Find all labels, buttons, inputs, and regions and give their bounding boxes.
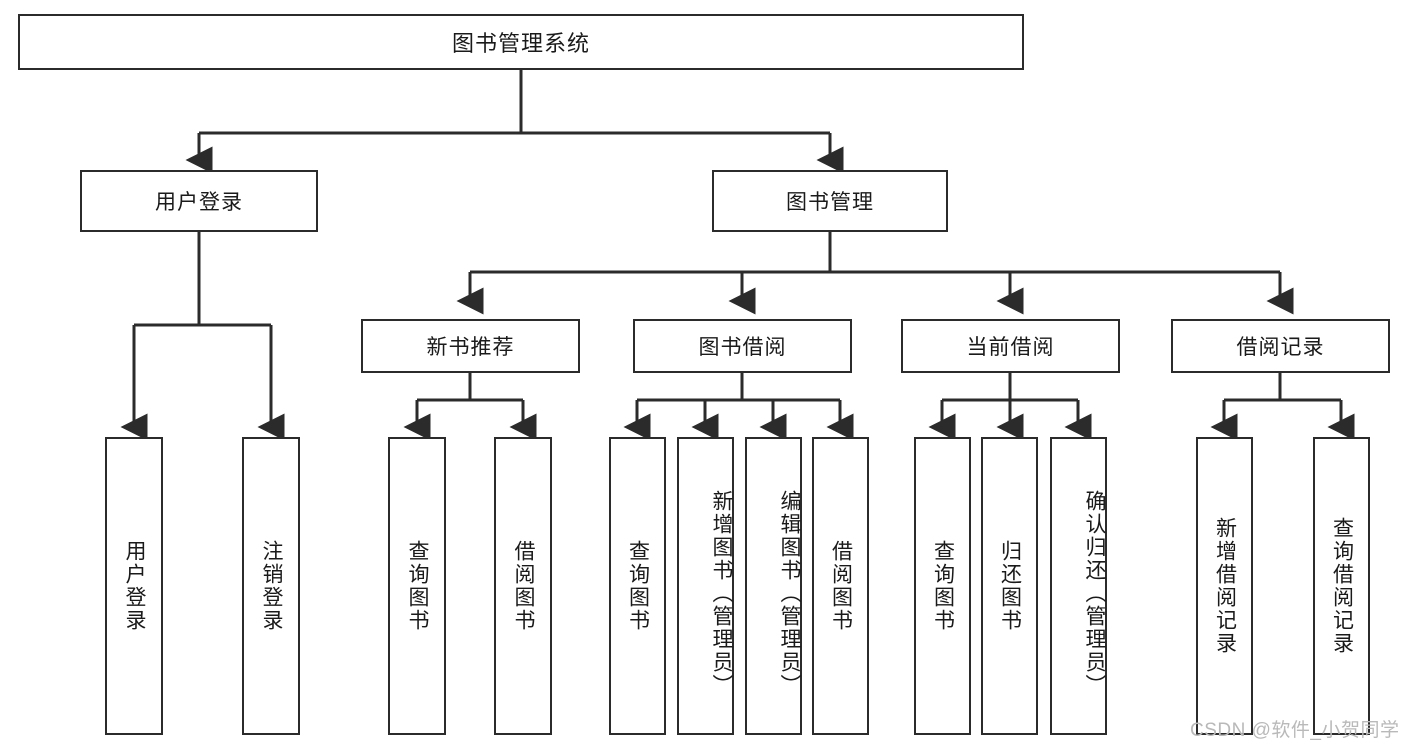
leaf-confirm-return-admin[interactable]: 确认归还（管理员） [1050, 437, 1107, 735]
node-label: 查询图书 [931, 540, 955, 632]
node-label: 新增图书（管理员） [710, 489, 733, 697]
node-label: 新书推荐 [426, 336, 515, 359]
leaf-edit-book-admin[interactable]: 编辑图书（管理员） [745, 437, 802, 735]
node-new-book-recommend[interactable]: 新书推荐 [361, 319, 580, 373]
node-label: 图书借阅 [698, 336, 787, 359]
node-label: 借阅记录 [1236, 336, 1325, 359]
csdn-watermark: CSDN @软件_小贺同学 [1190, 715, 1399, 742]
leaf-query-book-current[interactable]: 查询图书 [914, 437, 971, 735]
node-borrow-record[interactable]: 借阅记录 [1171, 319, 1390, 373]
node-label: 新增借阅记录 [1213, 517, 1237, 655]
node-label: 注销登录 [260, 540, 284, 632]
leaf-add-book-admin[interactable]: 新增图书（管理员） [677, 437, 734, 735]
node-label: 借阅图书 [829, 540, 853, 632]
node-label: 图书管理 [786, 191, 874, 214]
node-book-management[interactable]: 图书管理 [712, 170, 948, 232]
leaf-query-book-borrow[interactable]: 查询图书 [609, 437, 666, 735]
node-label: 用户登录 [155, 191, 243, 214]
node-label: 确认归还（管理员） [1083, 489, 1106, 697]
watermark-text: CSDN @软件_小贺同学 [1190, 720, 1400, 741]
leaf-user-login[interactable]: 用户登录 [105, 437, 163, 735]
node-label: 当前借阅 [966, 336, 1055, 359]
node-label: 查询图书 [626, 540, 650, 632]
node-label: 借阅图书 [512, 540, 536, 632]
node-label: 查询借阅记录 [1330, 517, 1354, 655]
node-label: 用户登录 [123, 540, 147, 632]
leaf-add-borrow-record[interactable]: 新增借阅记录 [1196, 437, 1253, 735]
leaf-borrow-book[interactable]: 借阅图书 [812, 437, 869, 735]
leaf-return-book[interactable]: 归还图书 [981, 437, 1038, 735]
node-current-borrow[interactable]: 当前借阅 [901, 319, 1120, 373]
leaf-query-book-recommend[interactable]: 查询图书 [388, 437, 446, 735]
node-user-login[interactable]: 用户登录 [80, 170, 318, 232]
node-label: 归还图书 [998, 540, 1022, 632]
leaf-borrow-book-recommend[interactable]: 借阅图书 [494, 437, 552, 735]
node-root-system[interactable]: 图书管理系统 [18, 14, 1024, 70]
node-label: 查询图书 [406, 540, 430, 632]
leaf-query-borrow-record[interactable]: 查询借阅记录 [1313, 437, 1370, 735]
node-label: 编辑图书（管理员） [778, 489, 801, 697]
node-label: 图书管理系统 [451, 31, 590, 56]
node-book-borrow[interactable]: 图书借阅 [633, 319, 852, 373]
leaf-user-logout[interactable]: 注销登录 [242, 437, 300, 735]
